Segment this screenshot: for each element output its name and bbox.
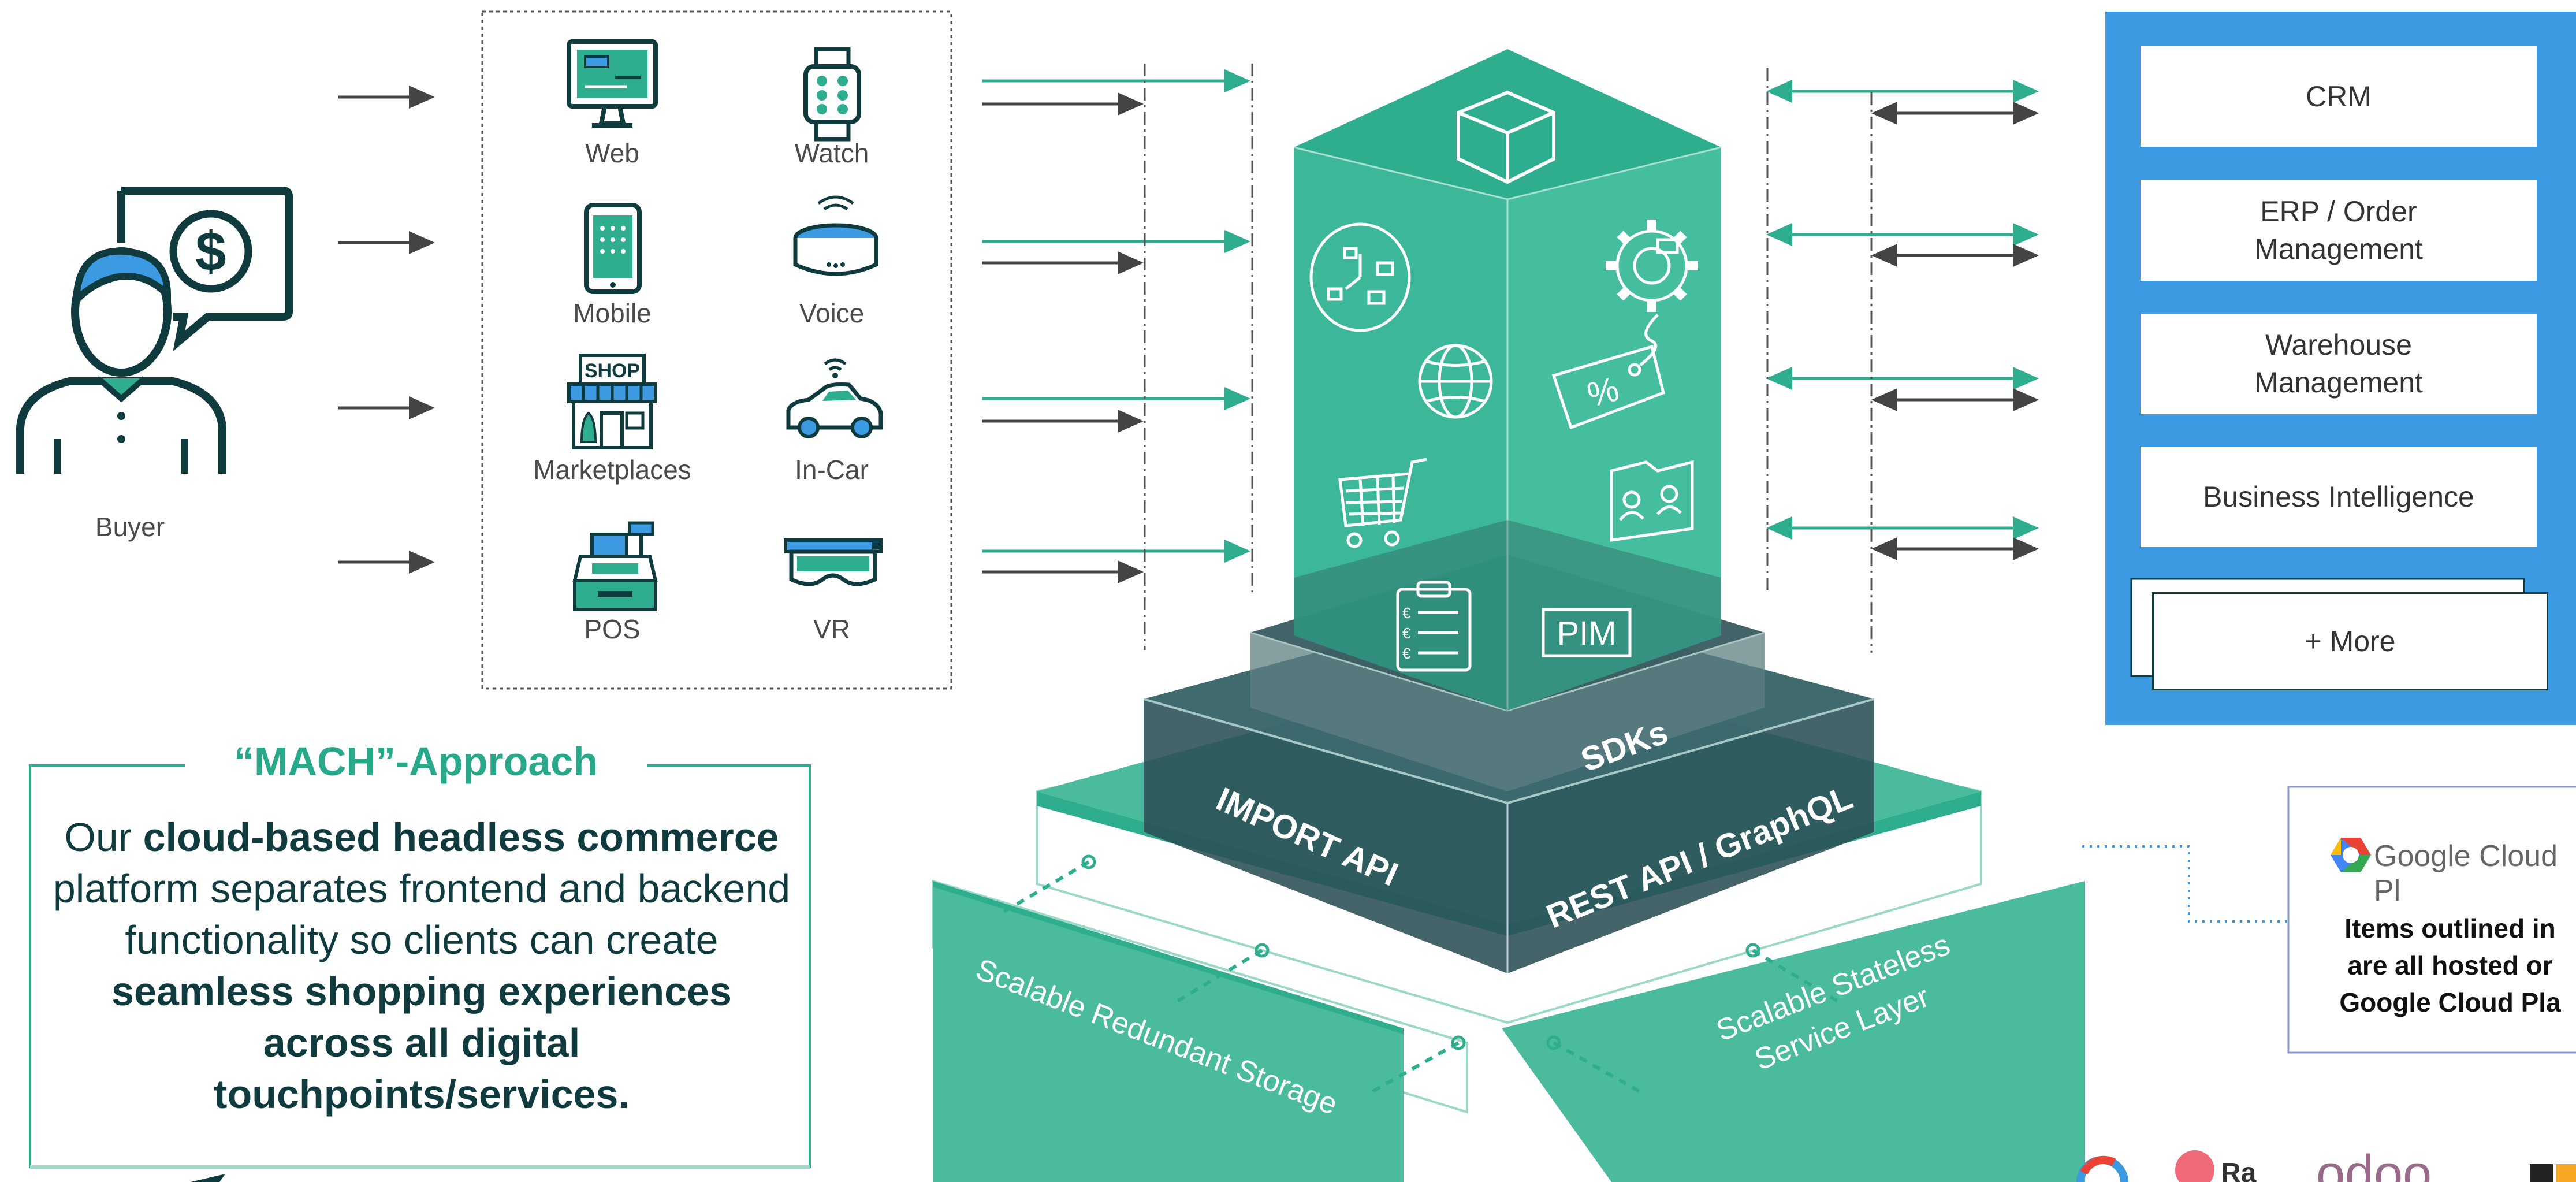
touchpoint-mobile[interactable]: Mobile	[573, 298, 652, 328]
mach-title: “MACH”-Approach	[185, 738, 647, 785]
gcp-description: Items outlined in are all hosted or Goog…	[2339, 913, 2561, 1017]
svg-text:€: €	[1402, 625, 1411, 642]
clock-icon	[1309, 222, 1411, 332]
system-more[interactable]: + More	[2152, 592, 2548, 690]
shop-icon: SHOP	[567, 354, 657, 449]
mach-text-part: Our	[64, 815, 143, 860]
system-crm[interactable]: CRM	[2141, 46, 2537, 147]
mach-text-part: platform separates frontend and backend …	[53, 866, 791, 962]
mach-footer-mark	[191, 1174, 225, 1182]
touchpoint-marketplaces[interactable]: Marketplaces	[533, 455, 691, 485]
touchpoint-voice[interactable]: Voice	[799, 298, 865, 328]
monitor-icon	[567, 39, 658, 128]
vr-headset-icon	[784, 538, 883, 586]
gcp-box	[2287, 786, 2576, 1054]
svg-text:Ra: Ra	[2221, 1158, 2257, 1182]
partner-logos: Ra odoo	[2076, 1145, 2576, 1182]
svg-text:€: €	[1402, 604, 1411, 622]
buyer-label: Buyer	[95, 512, 165, 542]
shopping-cart-icon	[1338, 458, 1427, 548]
gear-icon	[1606, 220, 1698, 312]
clipboard-icon: € € €	[1396, 581, 1472, 672]
system-business-intelligence[interactable]: Business Intelligence	[2141, 447, 2537, 547]
google-cloud-logo-text: Google Cloud Pl	[2374, 839, 2558, 908]
cube-icon	[1457, 90, 1555, 184]
touchpoint-watch[interactable]: Watch	[794, 138, 869, 168]
google-cloud-logo-icon	[2331, 838, 2371, 872]
smart-speaker-icon	[793, 195, 878, 276]
smartwatch-icon	[803, 47, 861, 142]
touchpoint-vr[interactable]: VR	[813, 614, 850, 644]
buyer-icon: $	[16, 187, 293, 474]
smartphone-icon	[584, 203, 642, 294]
gcp-connector	[2082, 845, 2287, 923]
buyer-arrows	[338, 86, 435, 574]
touchpoint-pos[interactable]: POS	[584, 614, 641, 644]
platform-system-arrows	[1766, 68, 2039, 653]
cash-register-icon	[572, 521, 658, 611]
mach-text-part-bold: cloud-based headless commerce	[143, 815, 779, 860]
svg-text:odoo: odoo	[2316, 1145, 2432, 1182]
connected-car-icon	[786, 358, 883, 438]
system-erp[interactable]: ERP / Order Management	[2141, 180, 2537, 281]
globe-icon	[1418, 344, 1493, 419]
pim-label: PIM	[1557, 615, 1616, 652]
storage-connectors	[1001, 860, 1841, 1094]
svg-text:€: €	[1402, 645, 1411, 662]
storage-layer	[932, 879, 1468, 1182]
system-warehouse[interactable]: Warehouse Management	[2141, 314, 2537, 414]
pim-icon: PIM	[1542, 608, 1632, 657]
mach-text-part-bold: seamless shopping experiences across all…	[111, 969, 732, 1117]
mach-description: Our cloud-based headless commerce platfo…	[52, 812, 791, 1120]
svg-text:$: $	[195, 221, 226, 283]
service-layer	[1502, 881, 2085, 1182]
svg-text:SHOP: SHOP	[585, 360, 640, 382]
customer-folder-icon	[1610, 460, 1694, 542]
touchpoint-web[interactable]: Web	[585, 138, 639, 168]
touchpoint-platform-arrows	[982, 64, 1253, 650]
touchpoints-frame	[481, 10, 952, 690]
touchpoint-in-car[interactable]: In-Car	[795, 455, 869, 485]
